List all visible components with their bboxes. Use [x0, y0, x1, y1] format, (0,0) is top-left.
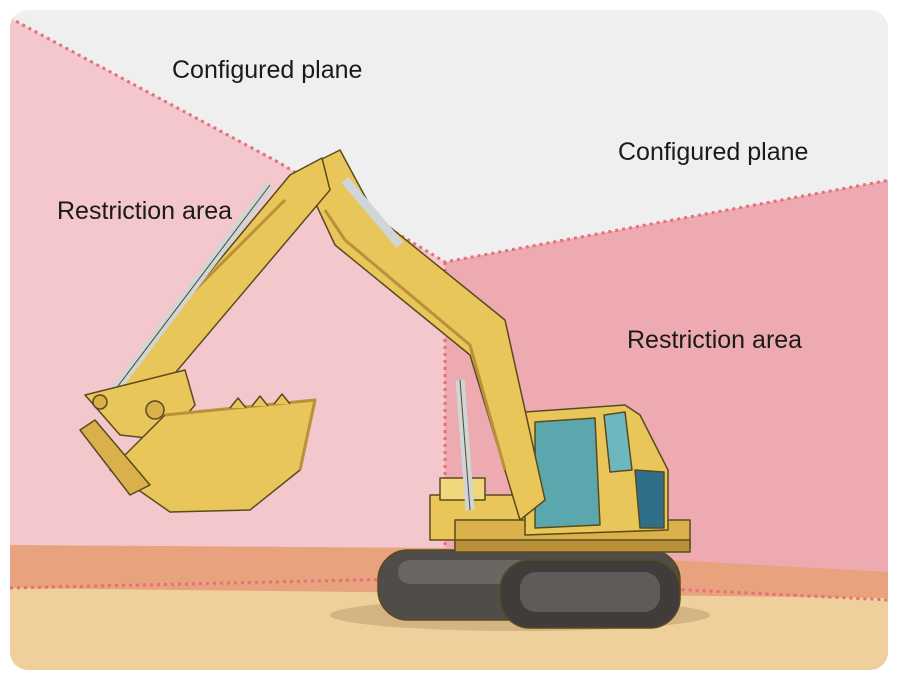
restriction-area-label-left: Restriction area — [57, 197, 233, 225]
configured-plane-label-right: Configured plane — [618, 138, 809, 166]
configured-plane-label-left: Configured plane — [172, 56, 363, 84]
excavator-icon — [79, 149, 710, 631]
restriction-area-label-right: Restriction area — [627, 326, 803, 354]
